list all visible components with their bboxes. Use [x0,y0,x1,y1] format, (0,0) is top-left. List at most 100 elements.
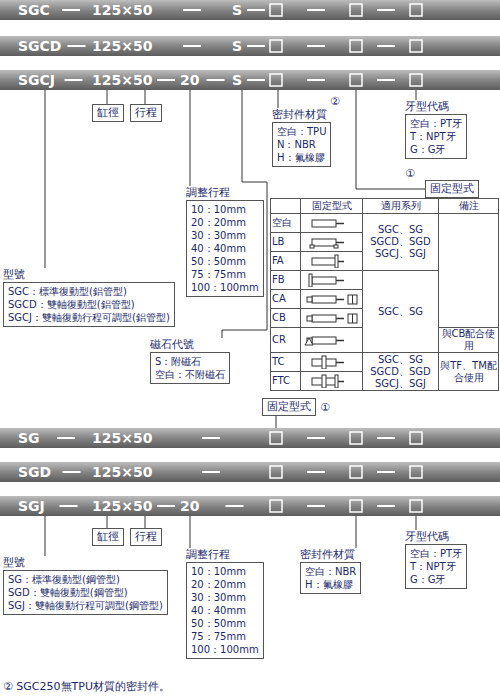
code-part: S [232,37,242,55]
option-square [350,4,362,16]
callout-number: ① [320,401,330,414]
table-cell: 空白 [271,214,301,233]
mounting-icon [304,292,360,306]
code-band: SGCD125×50S [0,36,500,56]
band-symbols [0,496,500,516]
leader-line [45,90,46,268]
option-square [410,432,422,444]
table-text: CB [272,312,299,324]
dash [183,45,201,47]
table-cell: FB [271,271,301,290]
table-cell: CR [271,328,301,353]
box-body: S：附磁石空白：不附磁石 [150,352,230,384]
box-heading: 牙型代碼 [405,530,467,544]
table-text: FA [272,255,299,267]
code-part: 20 [180,497,199,515]
box-body: SG：標準復動型(鋼管型)SGD：雙軸復動型(鋼管型)SGJ：雙軸復動行程可調型… [3,570,168,615]
code-part: 125×50 [92,37,152,55]
table-cell: 備注 [439,199,499,214]
option-line: SGC：標準復動型(鋁管型) [8,285,170,298]
table-cell [301,290,363,309]
table-cell [301,328,363,353]
option-line: S：附磁石 [155,355,225,368]
dash [183,9,201,11]
option-line: H：氟橡膠 [277,151,326,164]
table-cell: TC [271,353,301,372]
spec-box: 型號SGC：標準復動型(鋁管型)SGCD：雙軸復動型(鋁管型)SGCJ：雙軸復動… [3,268,175,327]
icon-stroke [312,277,336,284]
dash [65,79,83,81]
icon-stroke [305,338,313,345]
mounting-icon [304,273,360,287]
icon-rod [336,223,344,225]
icon-rod [336,362,344,364]
option-line: 40：40mm [191,242,259,255]
dash [60,505,78,507]
table-body: 固定型式適用系列備注空白 SGC、SG SGCD、SGD SGCJ、SGJ LB FA… [271,199,499,391]
icon-stroke [322,375,326,388]
box-label: 行程 [135,530,157,544]
option-line: G：G牙 [410,143,462,156]
mounting-icon [304,216,360,230]
dash [226,505,244,507]
icon-rod [336,280,344,282]
band-symbols [0,36,500,56]
option-square [410,74,422,86]
table-text: 與CB配合使用 [440,328,497,352]
box-body: 空白：PT牙T：NPT牙G：G牙 [405,114,467,159]
box-heading: 調整行程 [186,186,264,200]
option-line: 空白：NBR [305,565,356,578]
spec-box: 牙型代碼空白：PT牙T：NPT牙G：G牙 [405,530,467,589]
band-symbols [0,462,500,482]
icon-stroke [348,314,357,323]
dash [377,9,395,11]
table-cell: CB [271,309,301,328]
spec-box: 行程 [130,104,162,122]
icon-stroke [307,297,312,302]
spec-box: 調整行程10：10mm20：20mm30：30mm40：40mm50：50mm7… [186,186,264,297]
table-text: 固定型式 [302,200,361,212]
option-line: 20：20mm [191,578,259,591]
table-cell: FTC [271,372,301,391]
option-line: SG：標準復動型(鋼管型) [8,573,163,586]
option-square [350,40,362,52]
icon-stroke [312,220,336,227]
table-cell [271,199,301,214]
spec-box: 牙型代碼空白：PT牙T：NPT牙G：G牙 [405,100,467,159]
band-symbols [0,70,500,90]
table-cell: LB [271,233,301,252]
icon-stroke [334,245,338,248]
dash [307,471,325,473]
icon-stroke [307,316,312,321]
icon-stroke [352,314,353,323]
mounting-icon [304,311,360,325]
option-square [410,500,422,512]
option-line: T：NPT牙 [410,130,462,143]
option-square [350,432,362,444]
code-part: SGD [18,463,51,481]
option-line: 40：40mm [191,604,259,617]
dash [307,437,325,439]
code-part: 125×50 [92,497,152,515]
table-cell: SGC、SG SGCD、SGD SGCJ、SGJ [363,353,439,391]
icon-stroke [312,258,336,265]
table-text: 適用系列 [364,200,437,212]
box-heading: 調整行程 [186,548,264,562]
icon-stroke [335,255,338,268]
option-line: SGCJ：雙軸復動行程可調型(鋁管型) [8,311,170,324]
table-text: 備注 [440,200,497,212]
table-cell: FA [271,252,301,271]
icon-stroke [312,315,336,322]
table-cell [301,353,363,372]
dash [377,437,395,439]
box-label: 缸徑 [97,530,119,544]
icon-stroke [335,375,338,388]
icon-stroke [348,295,357,304]
option-line: 75：75mm [191,630,259,643]
code-part: SGJ [18,497,45,515]
dash [377,45,395,47]
dash [377,471,395,473]
leader-line [190,516,191,548]
box-body: 10：10mm20：20mm30：30mm40：40mm50：50mm75：75… [186,562,264,659]
mounting-table: 固定型式適用系列備注空白 SGC、SG SGCD、SGD SGCJ、SGJ LB FA… [270,198,499,391]
